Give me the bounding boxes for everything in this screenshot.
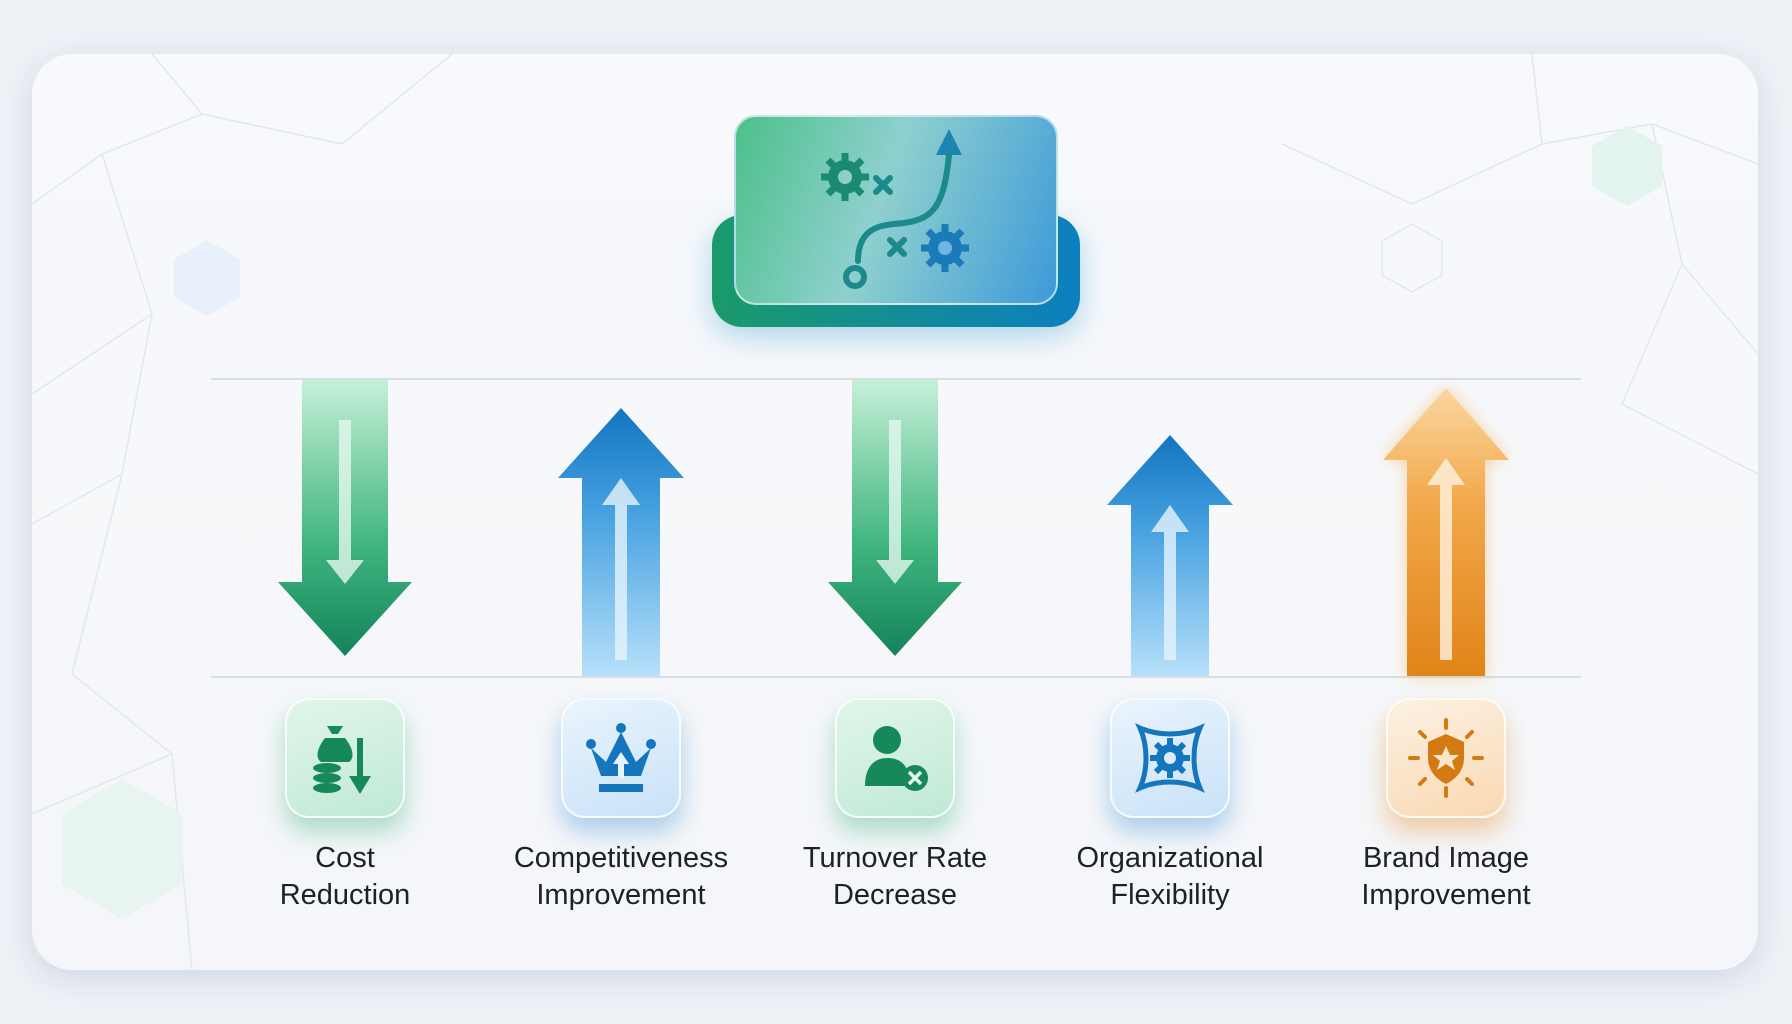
- arrow-up-organizational-flexibility: [1107, 435, 1233, 676]
- flexible-gear-icon: [1110, 698, 1230, 818]
- label-line1: Competitiveness: [513, 842, 729, 874]
- strategy-plan-icon: [821, 129, 969, 289]
- label-line1: Brand Image: [1362, 842, 1530, 874]
- shield-star-icon: [1386, 698, 1506, 818]
- divider-top: [211, 378, 1581, 380]
- background-network-decoration: [32, 54, 1758, 970]
- label-line2: Reduction: [279, 879, 411, 911]
- person-remove-icon: [835, 698, 955, 818]
- crown-up-icon: [561, 698, 681, 818]
- label-line1: Turnover Rate: [802, 842, 988, 874]
- label-line2: Decrease: [832, 879, 958, 911]
- arrow-up-competitiveness: [558, 408, 684, 676]
- label-line1: Organizational: [1076, 842, 1264, 874]
- label-line2: Improvement: [1361, 879, 1531, 911]
- arrow-down-cost-reduction: [278, 380, 412, 656]
- label-line2: Flexibility: [1110, 879, 1230, 911]
- central-strategy-block: [712, 115, 1080, 327]
- money-bag-down-icon: [285, 698, 405, 818]
- label-line2: Improvement: [536, 879, 706, 911]
- label-line1: Cost: [315, 842, 375, 874]
- arrow-down-turnover-rate: [828, 380, 962, 656]
- divider-bottom: [211, 676, 1581, 678]
- arrow-up-brand-image: [1383, 388, 1509, 676]
